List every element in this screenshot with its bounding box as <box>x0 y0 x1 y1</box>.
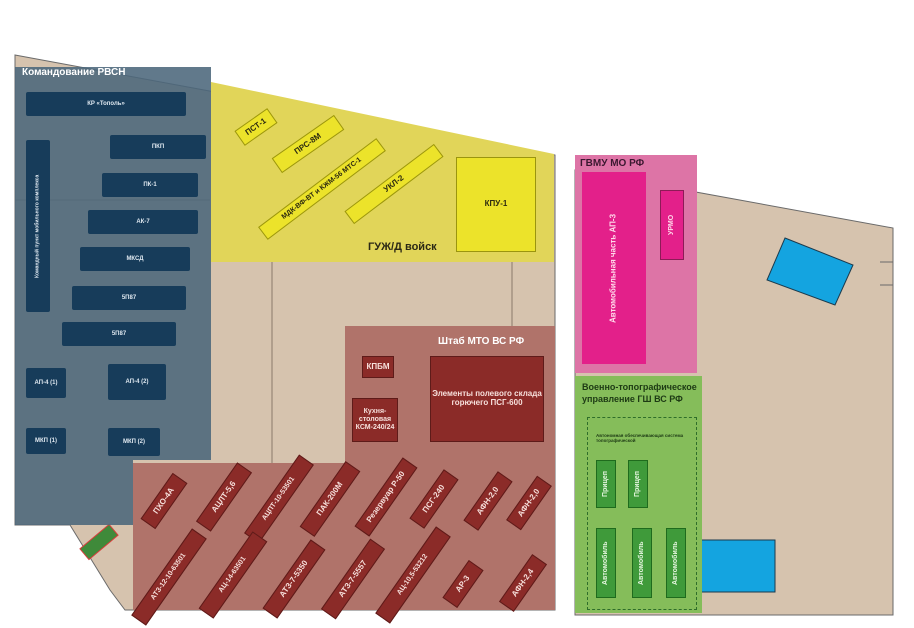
mto-block-kpbm[interactable]: КПБМ <box>362 356 394 378</box>
vtu-title-2: управление ГШ ВС РФ <box>582 394 683 404</box>
gbmu-title: ГВМУ МО РФ <box>580 158 645 169</box>
rvsn-block-9[interactable]: АП-4 (2) <box>108 364 166 400</box>
rvsn-block-10[interactable]: МКП (1) <box>26 428 66 454</box>
rvsn-vertical-block[interactable]: Командный пункт мобильного комплекса <box>26 140 50 312</box>
vtu-vehicle-3[interactable]: Автомобиль <box>596 528 616 598</box>
rvsn-block-6[interactable]: 5П87 <box>72 286 186 310</box>
guzhd-title: ГУЖ/Д войск <box>368 241 437 253</box>
rvsn-block-7[interactable]: 5П87 <box>62 322 176 346</box>
gbmu-block-small[interactable]: УРМО <box>660 190 684 260</box>
rvsn-block-1[interactable]: КР «Тополь» <box>26 92 186 116</box>
mto-block-kitchen[interactable]: Кухня-столовая КСМ-240/24 <box>352 398 398 442</box>
vtu-vehicle-1[interactable]: Прицеп <box>596 460 616 508</box>
vtu-title-1: Военно-топографическое <box>582 382 697 392</box>
yellow-block-kpu[interactable]: КПУ-1 <box>456 157 536 252</box>
green-marker <box>79 523 119 561</box>
rvsn-block-4[interactable]: АК-7 <box>88 210 198 234</box>
vtu-vehicle-5[interactable]: Автомобиль <box>666 528 686 598</box>
rvsn-block-5[interactable]: МКСД <box>80 247 190 271</box>
rvsn-title: Командование РВСН <box>22 67 126 78</box>
mto-block-elements[interactable]: Элементы полевого склада горючего ПСГ-60… <box>430 356 544 442</box>
water-tank-upper <box>766 237 854 306</box>
zone-rvsn-lower <box>15 460 133 525</box>
rvsn-block-3[interactable]: ПК-1 <box>102 173 198 197</box>
rvsn-block-2[interactable]: ПКП <box>110 135 206 159</box>
vtu-vehicle-4[interactable]: Автомобиль <box>632 528 652 598</box>
vtu-vehicle-2[interactable]: Прицеп <box>628 460 648 508</box>
vtu-dashed-frame <box>587 417 697 610</box>
rvsn-block-8[interactable]: АП-4 (1) <box>26 368 66 398</box>
mto-title: Штаб МТО ВС РФ <box>438 336 525 347</box>
gbmu-block-big[interactable]: Автомобильная часть АП-3 <box>582 172 646 364</box>
water-tank-lower <box>694 539 776 593</box>
vtu-system-label: Автономная обеспечивающая система топогр… <box>596 433 684 443</box>
rvsn-block-11[interactable]: МКП (2) <box>108 428 160 456</box>
